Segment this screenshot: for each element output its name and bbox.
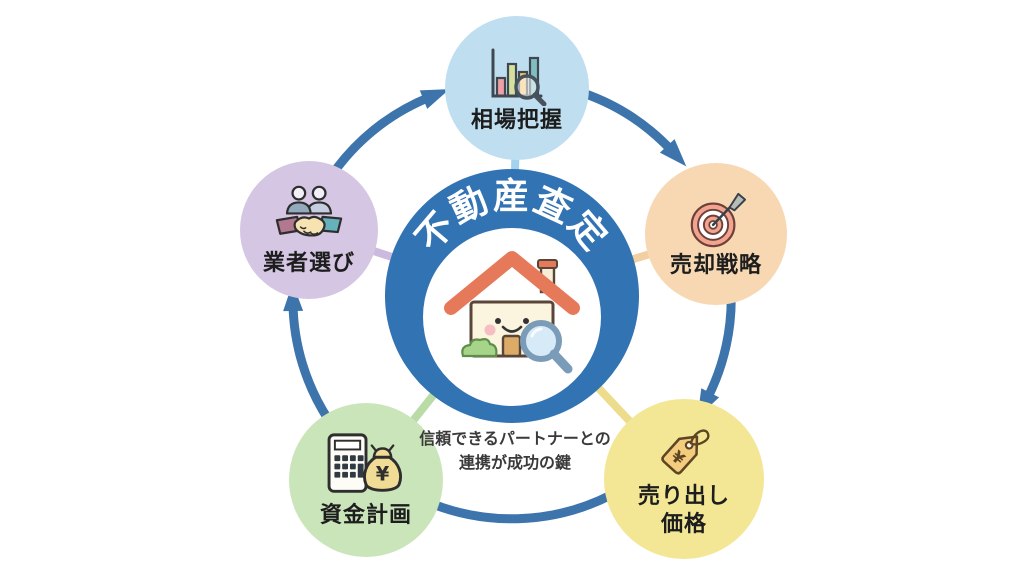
step-circle-listing-price: ¥ 売り出し 価格 — [604, 399, 764, 559]
target-dart-icon — [690, 192, 747, 248]
step-circle-market-grasp: 相場把握 — [445, 16, 589, 160]
center-title-arc: 不動産査定 — [408, 176, 615, 259]
diagram-note-line1: 信頼できるパートナーとの — [419, 429, 611, 448]
arrow-funding-to-agent — [283, 283, 333, 424]
step-label-listing-price-line2: 価格 — [660, 512, 707, 537]
step-label-funding-plan: 資金計画 — [319, 502, 412, 528]
diagram-note-line2: 連携が成功の鍵 — [458, 453, 571, 472]
center-circle: 不動産査定 — [385, 169, 639, 423]
diagram-note: 信頼できるパートナーとの 連携が成功の鍵 — [395, 427, 635, 475]
step-circle-funding-plan: ¥ 資金計画 — [289, 403, 443, 557]
arrow-strategy-to-price — [697, 284, 736, 418]
price-tag-icon: ¥ — [661, 429, 710, 475]
house-magnifier-icon — [444, 251, 580, 374]
step-label-sales-strategy: 売却戦略 — [669, 252, 762, 278]
handshake-icon — [275, 185, 343, 237]
center-title: 不動産査定 — [408, 176, 613, 259]
arrow-market-to-strategy — [578, 88, 687, 167]
step-label-market-grasp: 相場把握 — [470, 107, 563, 133]
bar-chart-magnifier-icon — [491, 48, 547, 106]
step-label-listing-price-line1: 売り出し — [637, 483, 730, 509]
step-circle-agent-choice: 業者選び — [240, 161, 378, 299]
step-circle-sales-strategy: 売却戦略 — [645, 163, 787, 305]
center-inner-circle — [423, 228, 601, 406]
arrow-agent-to-market — [332, 89, 450, 173]
arrow-price-to-funding — [403, 490, 616, 524]
svg-text:¥: ¥ — [376, 462, 390, 485]
step-label-agent-choice: 業者選び — [262, 250, 355, 276]
svg-text:不動産査定: 不動産査定 — [408, 176, 615, 259]
calculator-moneybag-icon: ¥ — [327, 433, 402, 493]
